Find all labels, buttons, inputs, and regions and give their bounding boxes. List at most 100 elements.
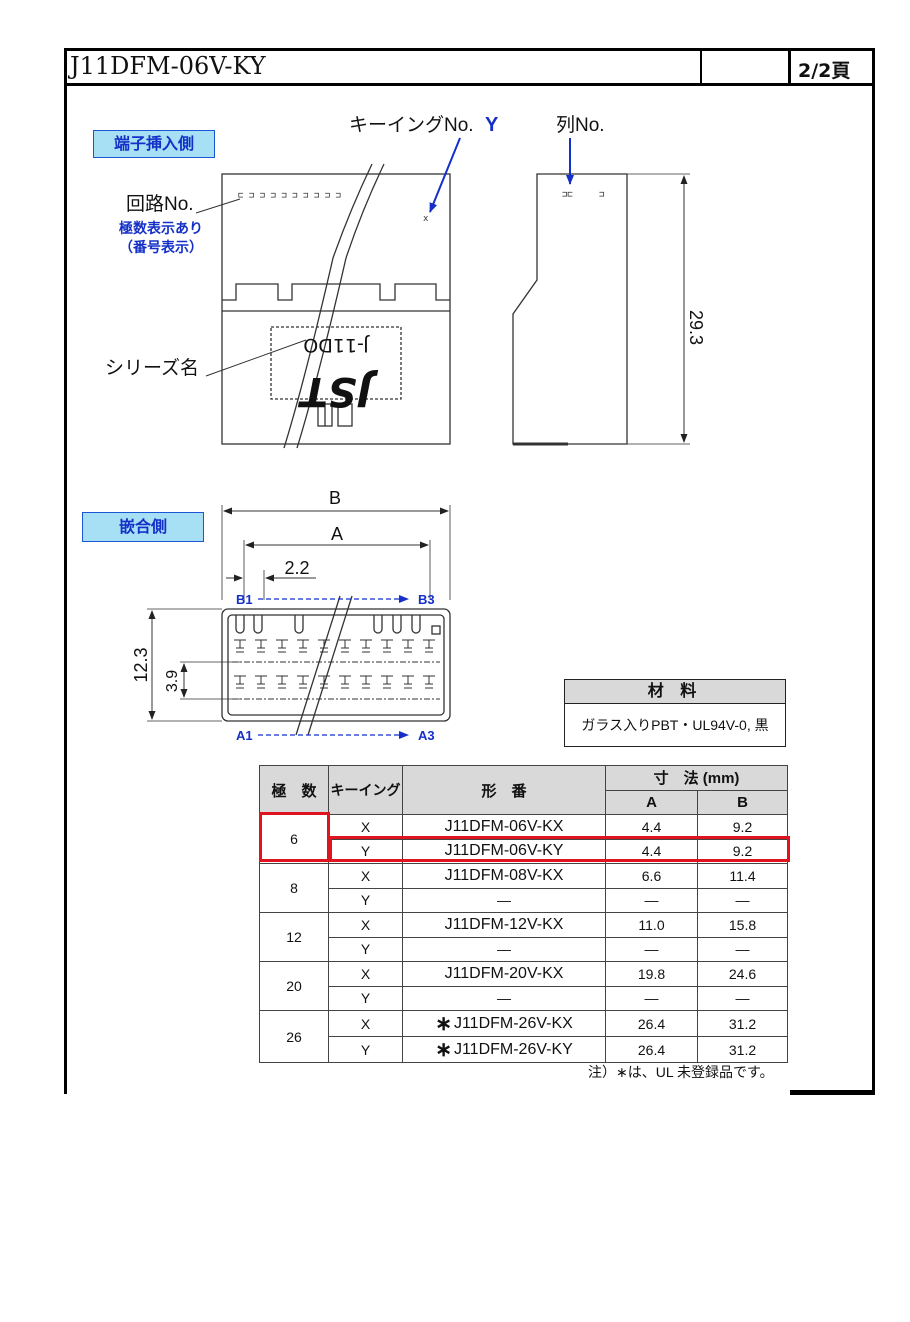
poles-cell: 6	[259, 814, 329, 864]
keying-value: Y	[485, 114, 499, 136]
svg-text:⊏ ⊐ ⊐ ⊐ ⊐ ⊐ ⊐ ⊐ ⊐ ⊐: ⊏ ⊐ ⊐ ⊐ ⊐ ⊐ ⊐ ⊐ ⊐ ⊐	[238, 191, 341, 201]
a-cell: 26.4	[605, 1036, 698, 1063]
part-number: J11DFM-26V-KX	[453, 1015, 573, 1032]
height-dimension: 29.3	[686, 310, 706, 345]
part-cell: J11DFM-06V-KX	[402, 814, 606, 840]
jst-logo: JST	[298, 368, 379, 414]
table-row: Y — — —	[260, 936, 788, 962]
keying-cell: X	[328, 1010, 403, 1037]
part-cell: —	[402, 936, 606, 962]
keying-cell: Y	[328, 985, 403, 1011]
front-height-label: 12.3	[131, 647, 151, 682]
keying-cell: Y	[328, 887, 403, 913]
pin-B1-label: B1	[236, 592, 253, 607]
b-cell: 31.2	[697, 1010, 788, 1037]
body-mark-text: J-11DO	[303, 334, 370, 356]
b-cell: 15.8	[697, 912, 788, 938]
b-cell: —	[697, 985, 788, 1011]
b-cell: 11.4	[697, 863, 788, 889]
b-cell: 9.2	[697, 814, 788, 840]
table-row: Y — — —	[260, 887, 788, 913]
series-label: シリーズ名	[105, 357, 199, 379]
frame-border-bottom	[790, 1090, 875, 1095]
a-cell: 19.8	[605, 961, 698, 987]
keying-cell: Y	[328, 936, 403, 962]
table-row: Y — — —	[260, 985, 788, 1011]
dimension-A-label: A	[331, 524, 343, 544]
page-number: 2/2頁	[798, 60, 851, 82]
table-row: Y ∗J11DFM-26V-KY 26.4 31.2	[260, 1036, 788, 1063]
a-cell: —	[605, 936, 698, 962]
circuit-label: 回路No.	[126, 193, 194, 215]
header-dimensions: 寸 法 (mm)	[605, 765, 788, 791]
document-title: J11DFM-06V-KY	[70, 52, 266, 80]
part-cell: J11DFM-08V-KX	[402, 863, 606, 889]
table-row: 8 X J11DFM-08V-KX 6.6 11.4	[259, 863, 788, 913]
part-number: J11DFM-26V-KY	[453, 1041, 573, 1058]
a-cell: 11.0	[605, 912, 698, 938]
b-cell: —	[697, 936, 788, 962]
part-cell: J11DFM-12V-KX	[402, 912, 606, 938]
poles-cell: 26	[259, 1010, 329, 1063]
break-lines	[283, 163, 385, 449]
b-cell: —	[697, 887, 788, 913]
row-label: 列No.	[556, 114, 605, 136]
highlight-poles	[259, 812, 330, 862]
keying-label: キーイングNo.	[349, 114, 474, 136]
material-header: 材 料	[565, 680, 785, 704]
highlight-selected-row	[329, 836, 790, 862]
dimension-table: 極 数 キーイング 形 番 寸 法 (mm) A B 6 X J11DFM-06…	[259, 765, 788, 1063]
front-break-lines	[295, 595, 353, 736]
title-block: J11DFM-06V-KY 2/2頁	[64, 48, 875, 86]
circuit-leader	[195, 198, 241, 214]
pitch-label: 2.2	[284, 558, 309, 578]
poles-cell: 20	[259, 961, 329, 1011]
terminal-side-view: ⊏ ⊐ ⊐ ⊐ ⊐ ⊐ ⊐ ⊐ ⊐ ⊐ x	[221, 173, 451, 445]
b-cell: 31.2	[697, 1036, 788, 1063]
a-cell: 26.4	[605, 1010, 698, 1037]
header-a: A	[605, 789, 698, 815]
keying-cell: Y	[328, 1036, 403, 1063]
unregistered-mark: ∗	[435, 1039, 452, 1061]
header-keying: キーイング	[328, 765, 403, 815]
frame-border-left	[64, 48, 67, 1094]
keying-cell: X	[328, 814, 403, 840]
pin-rows	[232, 639, 440, 700]
terminal-side-label: 端子挿入側	[93, 130, 215, 158]
keying-arrow	[429, 137, 461, 213]
header-part: 形 番	[402, 765, 606, 815]
keying-cell: X	[328, 863, 403, 889]
pin-A3-label: A3	[418, 728, 435, 743]
a-cell: —	[605, 887, 698, 913]
material-value: ガラス入りPBT・UL94V-0, 黒	[581, 717, 769, 733]
part-cell: —	[402, 985, 606, 1011]
unregistered-mark: ∗	[435, 1013, 452, 1035]
table-row: 6 X J11DFM-06V-KX 4.4 9.2	[259, 814, 788, 864]
svg-text:x: x	[423, 214, 429, 224]
pin-B3-label: B3	[418, 592, 435, 607]
dimension-B-label: B	[329, 488, 341, 508]
table-row: 12 X J11DFM-12V-KX 11.0 15.8	[259, 912, 788, 962]
part-cell: ∗J11DFM-26V-KY	[402, 1036, 606, 1063]
material-table: 材 料 ガラス入りPBT・UL94V-0, 黒	[564, 679, 786, 747]
table-row: 26 X ∗J11DFM-26V-KX 26.4 31.2	[259, 1010, 788, 1063]
pin-A1-label: A1	[236, 728, 253, 743]
mating-side-label: 嵌合側	[82, 512, 204, 542]
a-cell: 4.4	[605, 814, 698, 840]
svg-text:⊐⊏: ⊐⊏	[562, 190, 573, 200]
a-cell: —	[605, 985, 698, 1011]
circuit-note-1: 極数表示あり	[119, 220, 203, 237]
poles-cell: 8	[259, 863, 329, 913]
header-b: B	[697, 789, 788, 815]
footnote: 注）∗は、UL 未登録品です。	[588, 1064, 774, 1080]
poles-cell: 12	[259, 912, 329, 962]
keying-cell: X	[328, 961, 403, 987]
drawing-frame: J11DFM-06V-KY 2/2頁	[64, 48, 875, 1098]
part-cell: J11DFM-20V-KX	[402, 961, 606, 987]
b-cell: 24.6	[697, 961, 788, 987]
series-leader	[205, 339, 307, 377]
side-view	[512, 173, 690, 446]
title-divider	[700, 48, 702, 86]
mating-side-view	[147, 505, 451, 722]
